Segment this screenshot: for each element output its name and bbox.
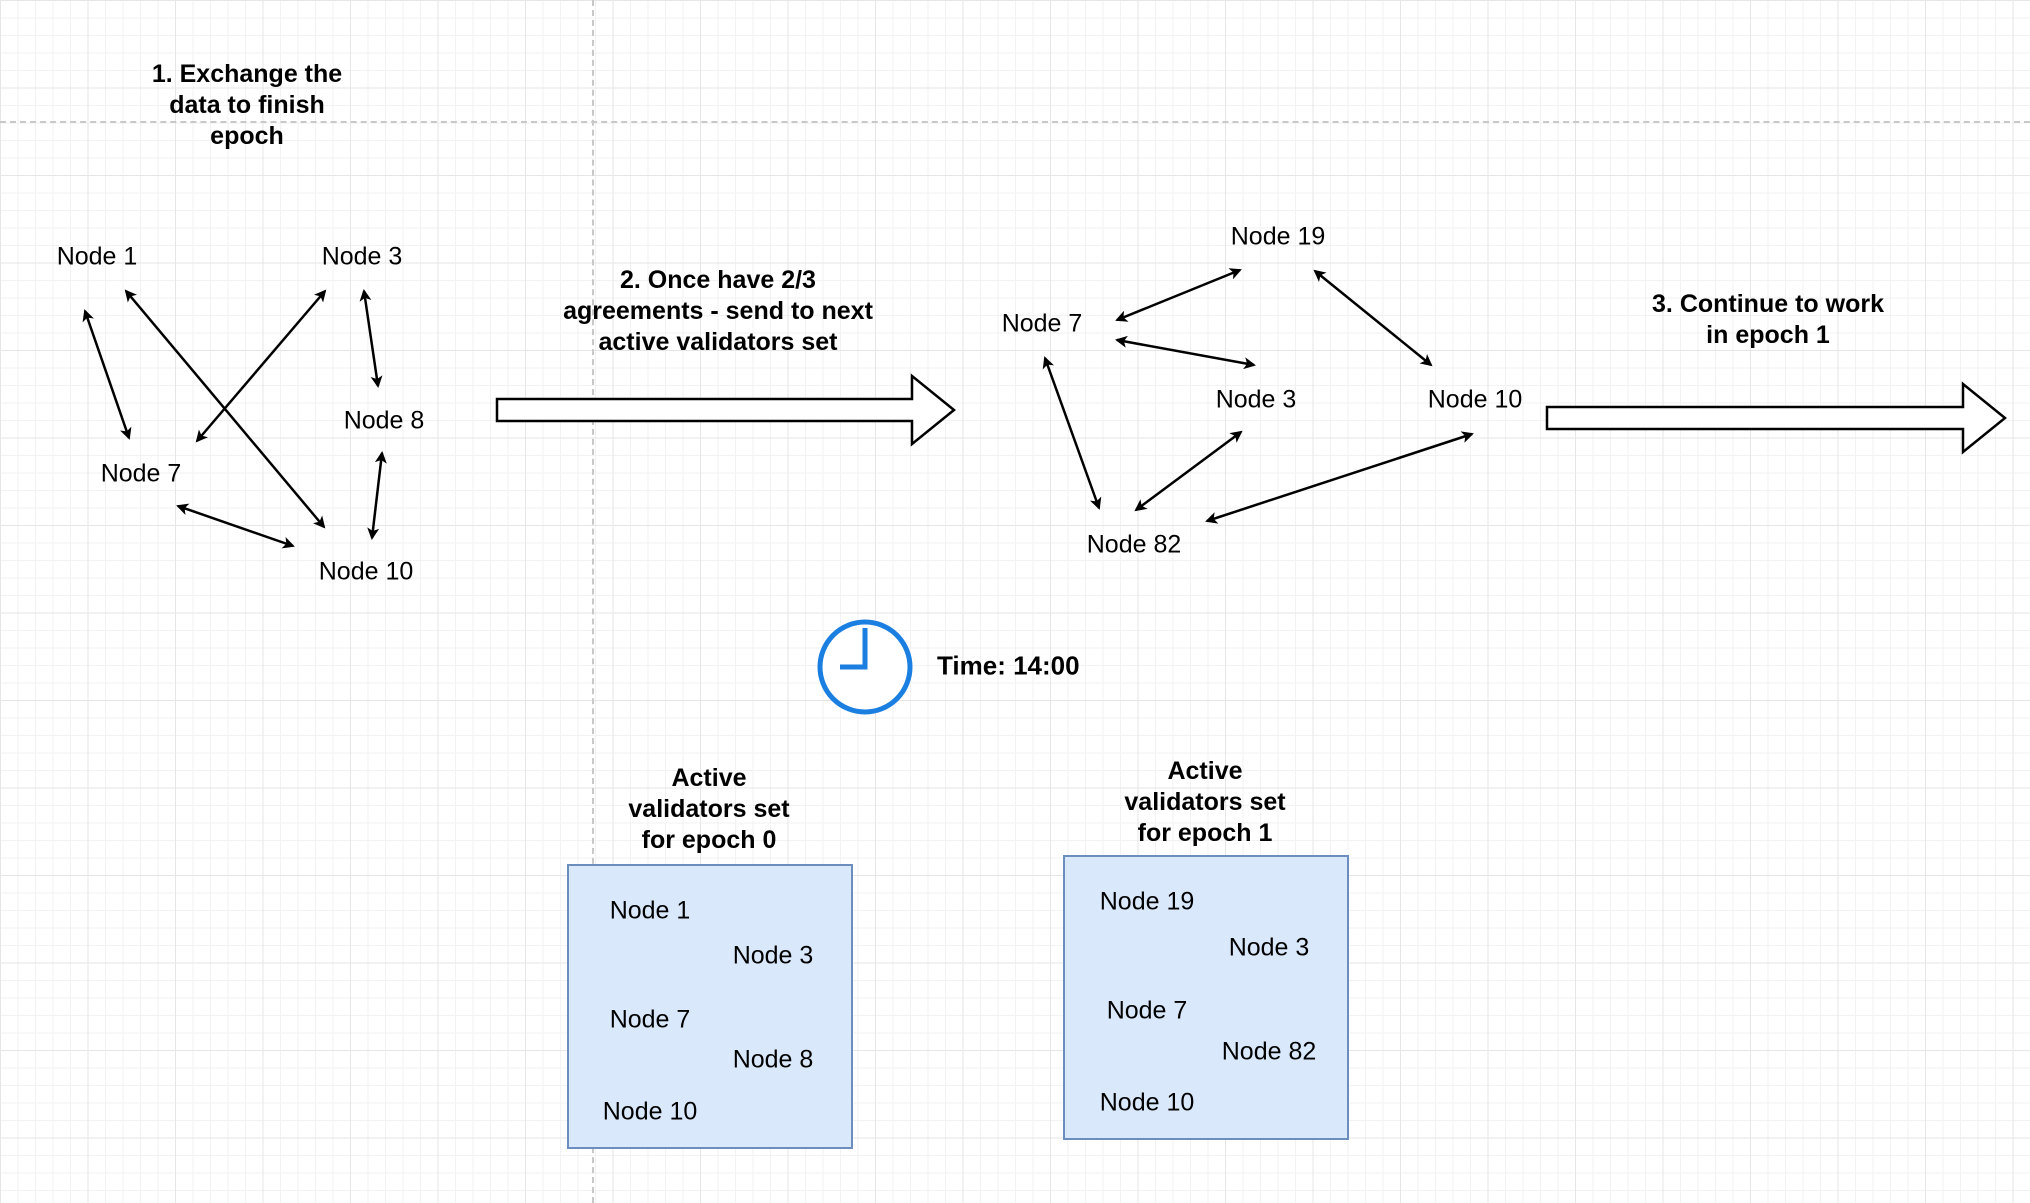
step2-title: 2. Once have 2/3 agreements - send to ne… <box>563 266 873 356</box>
epoch1-set-node: Node 10 <box>1099 1088 1195 1117</box>
clock-icon <box>817 619 913 715</box>
edge-node7-node82 <box>1042 356 1102 510</box>
time-label: Time: 14:00 <box>937 650 1080 681</box>
epoch0-set-node: Node 8 <box>732 1045 814 1074</box>
epoch0-node3-label: Node 3 <box>321 242 403 271</box>
edge-node3-node82 <box>1134 430 1243 512</box>
vertical-guide-line <box>592 0 594 1203</box>
step3-big-arrow <box>1545 381 2007 455</box>
epoch0-node8-label: Node 8 <box>343 406 425 435</box>
epoch1-set-node: Node 19 <box>1099 887 1195 916</box>
edge-node3-node7 <box>195 289 327 443</box>
edge-node19-node10 <box>1313 269 1433 367</box>
edge-node1-node7 <box>82 309 132 440</box>
epoch0-set-title: Active validators set for epoch 0 <box>628 764 790 854</box>
epoch0-node1-label: Node 1 <box>56 242 138 271</box>
horizontal-guide-line <box>0 121 2030 123</box>
epoch1-node3-label: Node 3 <box>1215 385 1297 414</box>
epoch1-set-node: Node 7 <box>1106 996 1188 1025</box>
epoch0-node10-label: Node 10 <box>318 557 414 586</box>
epoch1-set-node: Node 3 <box>1228 933 1310 962</box>
epoch0-validators-box: Node 1 Node 3 Node 7 Node 8 Node 10 <box>567 864 853 1149</box>
epoch1-set-title: Active validators set for epoch 1 <box>1124 757 1286 847</box>
epoch1-node7-label: Node 7 <box>1001 309 1083 338</box>
step2-big-arrow <box>495 373 956 447</box>
epoch0-node7-label: Node 7 <box>100 459 182 488</box>
edge-node8-node10 <box>367 451 387 540</box>
edge-node10-node82 <box>1205 431 1474 524</box>
edge-node7-node19 <box>1115 268 1242 322</box>
edge-node7-node10 <box>176 503 295 549</box>
epoch0-set-node: Node 10 <box>602 1097 698 1126</box>
epoch1-set-node: Node 82 <box>1221 1037 1317 1066</box>
edge-node3-node8 <box>359 289 383 388</box>
epoch1-validators-box: Node 19 Node 3 Node 7 Node 82 Node 10 <box>1063 855 1349 1140</box>
edge-node7-node3 <box>1115 335 1256 370</box>
step3-title: 3. Continue to work in epoch 1 <box>1652 290 1884 349</box>
epoch0-set-node: Node 3 <box>732 941 814 970</box>
epoch1-node10-label: Node 10 <box>1427 385 1523 414</box>
epoch0-set-node: Node 1 <box>609 896 691 925</box>
step1-title: 1. Exchange the data to finish epoch <box>151 60 343 150</box>
epoch1-node19-label: Node 19 <box>1230 222 1326 251</box>
epoch0-set-node: Node 7 <box>609 1005 691 1034</box>
epoch1-node82-label: Node 82 <box>1086 530 1182 559</box>
